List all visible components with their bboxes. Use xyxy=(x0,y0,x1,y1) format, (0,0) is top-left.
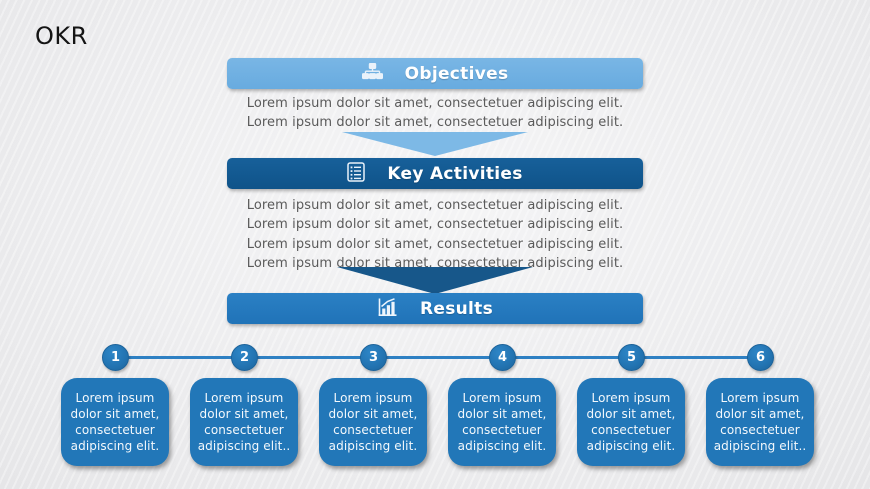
step-box-1: Lorem ipsum dolor sit amet, consectetuer… xyxy=(61,378,169,466)
org-chart-icon xyxy=(361,62,383,84)
key-activities-bar: Key Activities xyxy=(227,158,643,189)
step-number: 1 xyxy=(110,350,121,365)
step-box-3: Lorem ipsum dolor sit amet, consectetuer… xyxy=(319,378,427,466)
step-number: 5 xyxy=(626,350,637,365)
step-box-4: Lorem ipsum dolor sit amet, consectetuer… xyxy=(448,378,556,466)
step-box-text: Lorem ipsum dolor sit amet, consectetuer… xyxy=(70,391,160,453)
timeline-connector xyxy=(115,356,760,359)
description-line: Lorem ipsum dolor sit amet, consectetuer… xyxy=(246,115,624,130)
down-arrow-light xyxy=(342,132,528,156)
step-box-text: Lorem ipsum dolor sit amet, consectetuer… xyxy=(586,391,676,453)
checklist-icon xyxy=(347,161,366,186)
step-box-2: Lorem ipsum dolor sit amet, consectetuer… xyxy=(190,378,298,466)
key-activities-description: Lorem ipsum dolor sit amet, consectetuer… xyxy=(0,196,870,273)
step-number: 6 xyxy=(755,350,766,365)
results-label: Results xyxy=(419,298,493,319)
step-circle-1: 1 xyxy=(102,344,129,371)
step-box-text: Lorem ipsum dolor sit amet, consectetuer… xyxy=(328,391,418,453)
step-number: 3 xyxy=(368,350,379,365)
objectives-bar: Objectives xyxy=(227,58,643,89)
step-circle-3: 3 xyxy=(360,344,387,371)
step-box-6: Lorem ipsum dolor sit amet, consectetuer… xyxy=(706,378,814,466)
results-bar: Results xyxy=(227,293,643,324)
step-box-5: Lorem ipsum dolor sit amet, consectetuer… xyxy=(577,378,685,466)
step-box-text: Lorem ipsum dolor sit amet, consectetuer… xyxy=(457,391,547,453)
step-circle-6: 6 xyxy=(747,344,774,371)
objectives-description: Lorem ipsum dolor sit amet, consectetuer… xyxy=(0,94,870,132)
down-arrow-dark xyxy=(337,267,533,294)
step-circle-2: 2 xyxy=(231,344,258,371)
step-circle-4: 4 xyxy=(489,344,516,371)
step-number: 2 xyxy=(239,350,250,365)
step-box-text: Lorem ipsum dolor sit amet, consectetuer… xyxy=(197,391,291,453)
description-line: Lorem ipsum dolor sit amet, consectetuer… xyxy=(246,217,624,232)
description-line: Lorem ipsum dolor sit amet, consectetuer… xyxy=(246,96,624,111)
step-box-text: Lorem ipsum dolor sit amet, consectetuer… xyxy=(713,391,807,453)
step-number: 4 xyxy=(497,350,508,365)
step-circle-5: 5 xyxy=(618,344,645,371)
key-activities-label: Key Activities xyxy=(387,163,523,184)
description-line: Lorem ipsum dolor sit amet, consectetuer… xyxy=(246,237,624,252)
description-line: Lorem ipsum dolor sit amet, consectetuer… xyxy=(246,198,624,213)
bar-chart-icon xyxy=(377,297,398,321)
page-title: OKR xyxy=(35,22,88,50)
objectives-label: Objectives xyxy=(404,63,509,84)
